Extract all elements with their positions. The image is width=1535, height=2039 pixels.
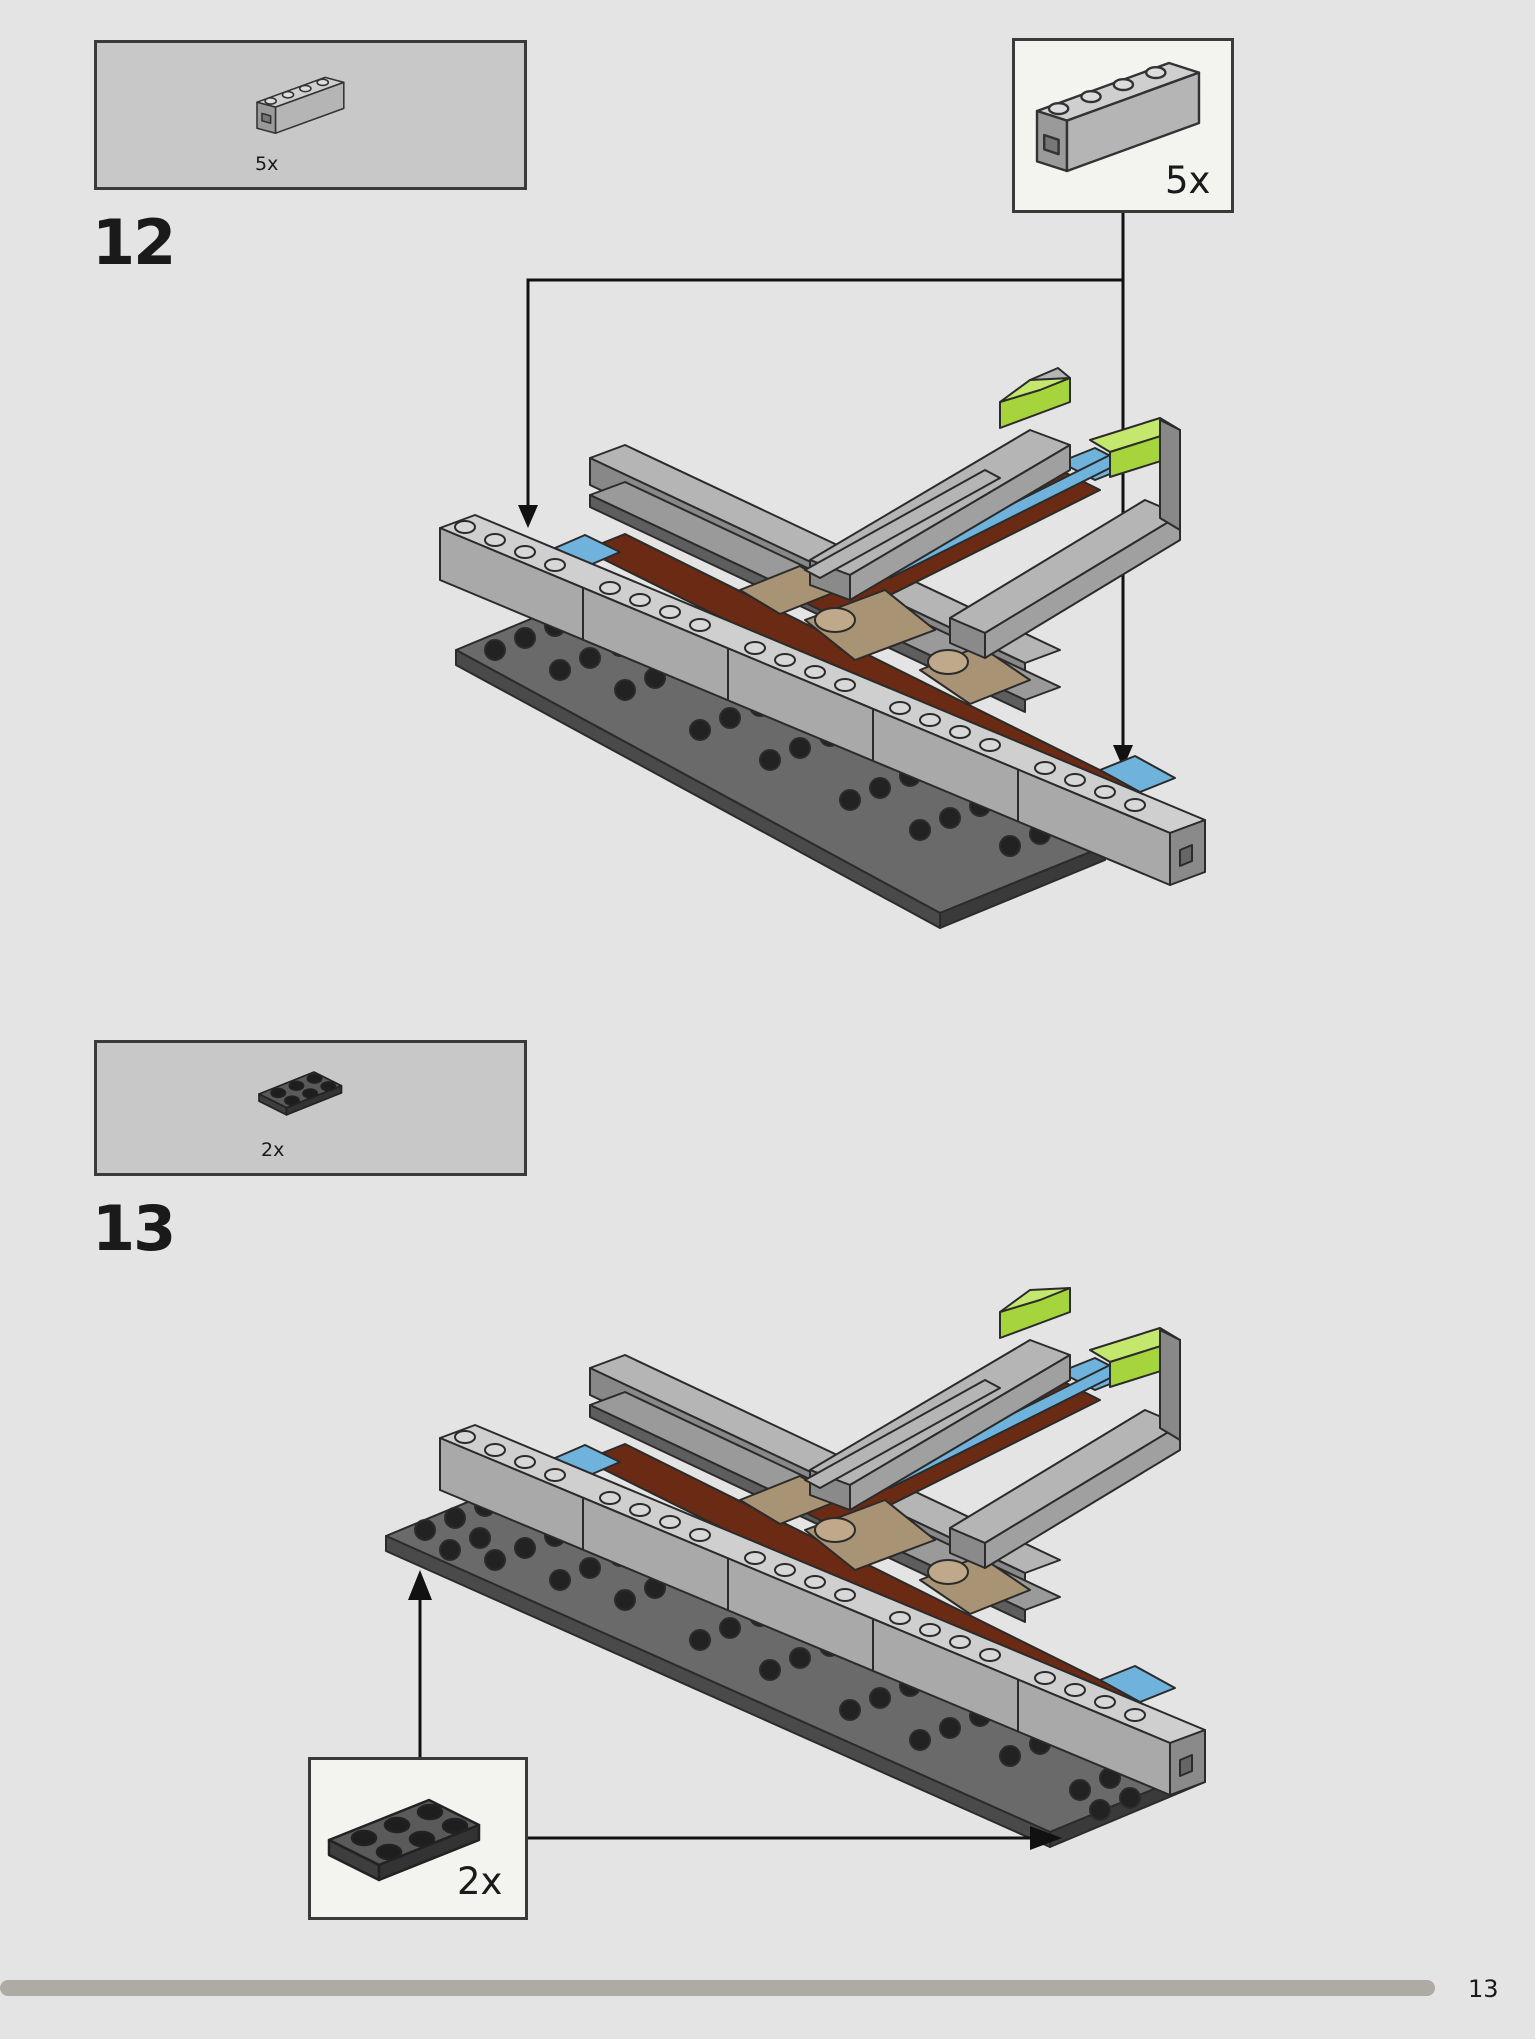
step-13-parts-list: 2x (94, 1040, 527, 1176)
plate-2x3-icon (258, 1071, 343, 1116)
progress-bar (0, 1980, 1435, 1996)
parts-quantity: 5x (255, 153, 279, 175)
step-12-parts-list: 5x (94, 40, 527, 190)
step-number: 12 (92, 206, 176, 279)
step-12-callout: 5x (1012, 38, 1234, 213)
step-12-assembly (439, 213, 1206, 929)
step-13-callout: 2x (308, 1757, 528, 1920)
step-number: 13 (92, 1192, 176, 1265)
callout-quantity: 5x (1165, 159, 1211, 202)
callout-quantity: 2x (457, 1860, 503, 1903)
parts-quantity: 2x (261, 1139, 285, 1161)
page-number: 13 (1468, 1975, 1499, 2003)
plate-2x3-icon (327, 1798, 481, 1882)
brick-1x4-groove-icon (256, 76, 345, 134)
brick-1x4-groove-icon (1035, 61, 1201, 173)
